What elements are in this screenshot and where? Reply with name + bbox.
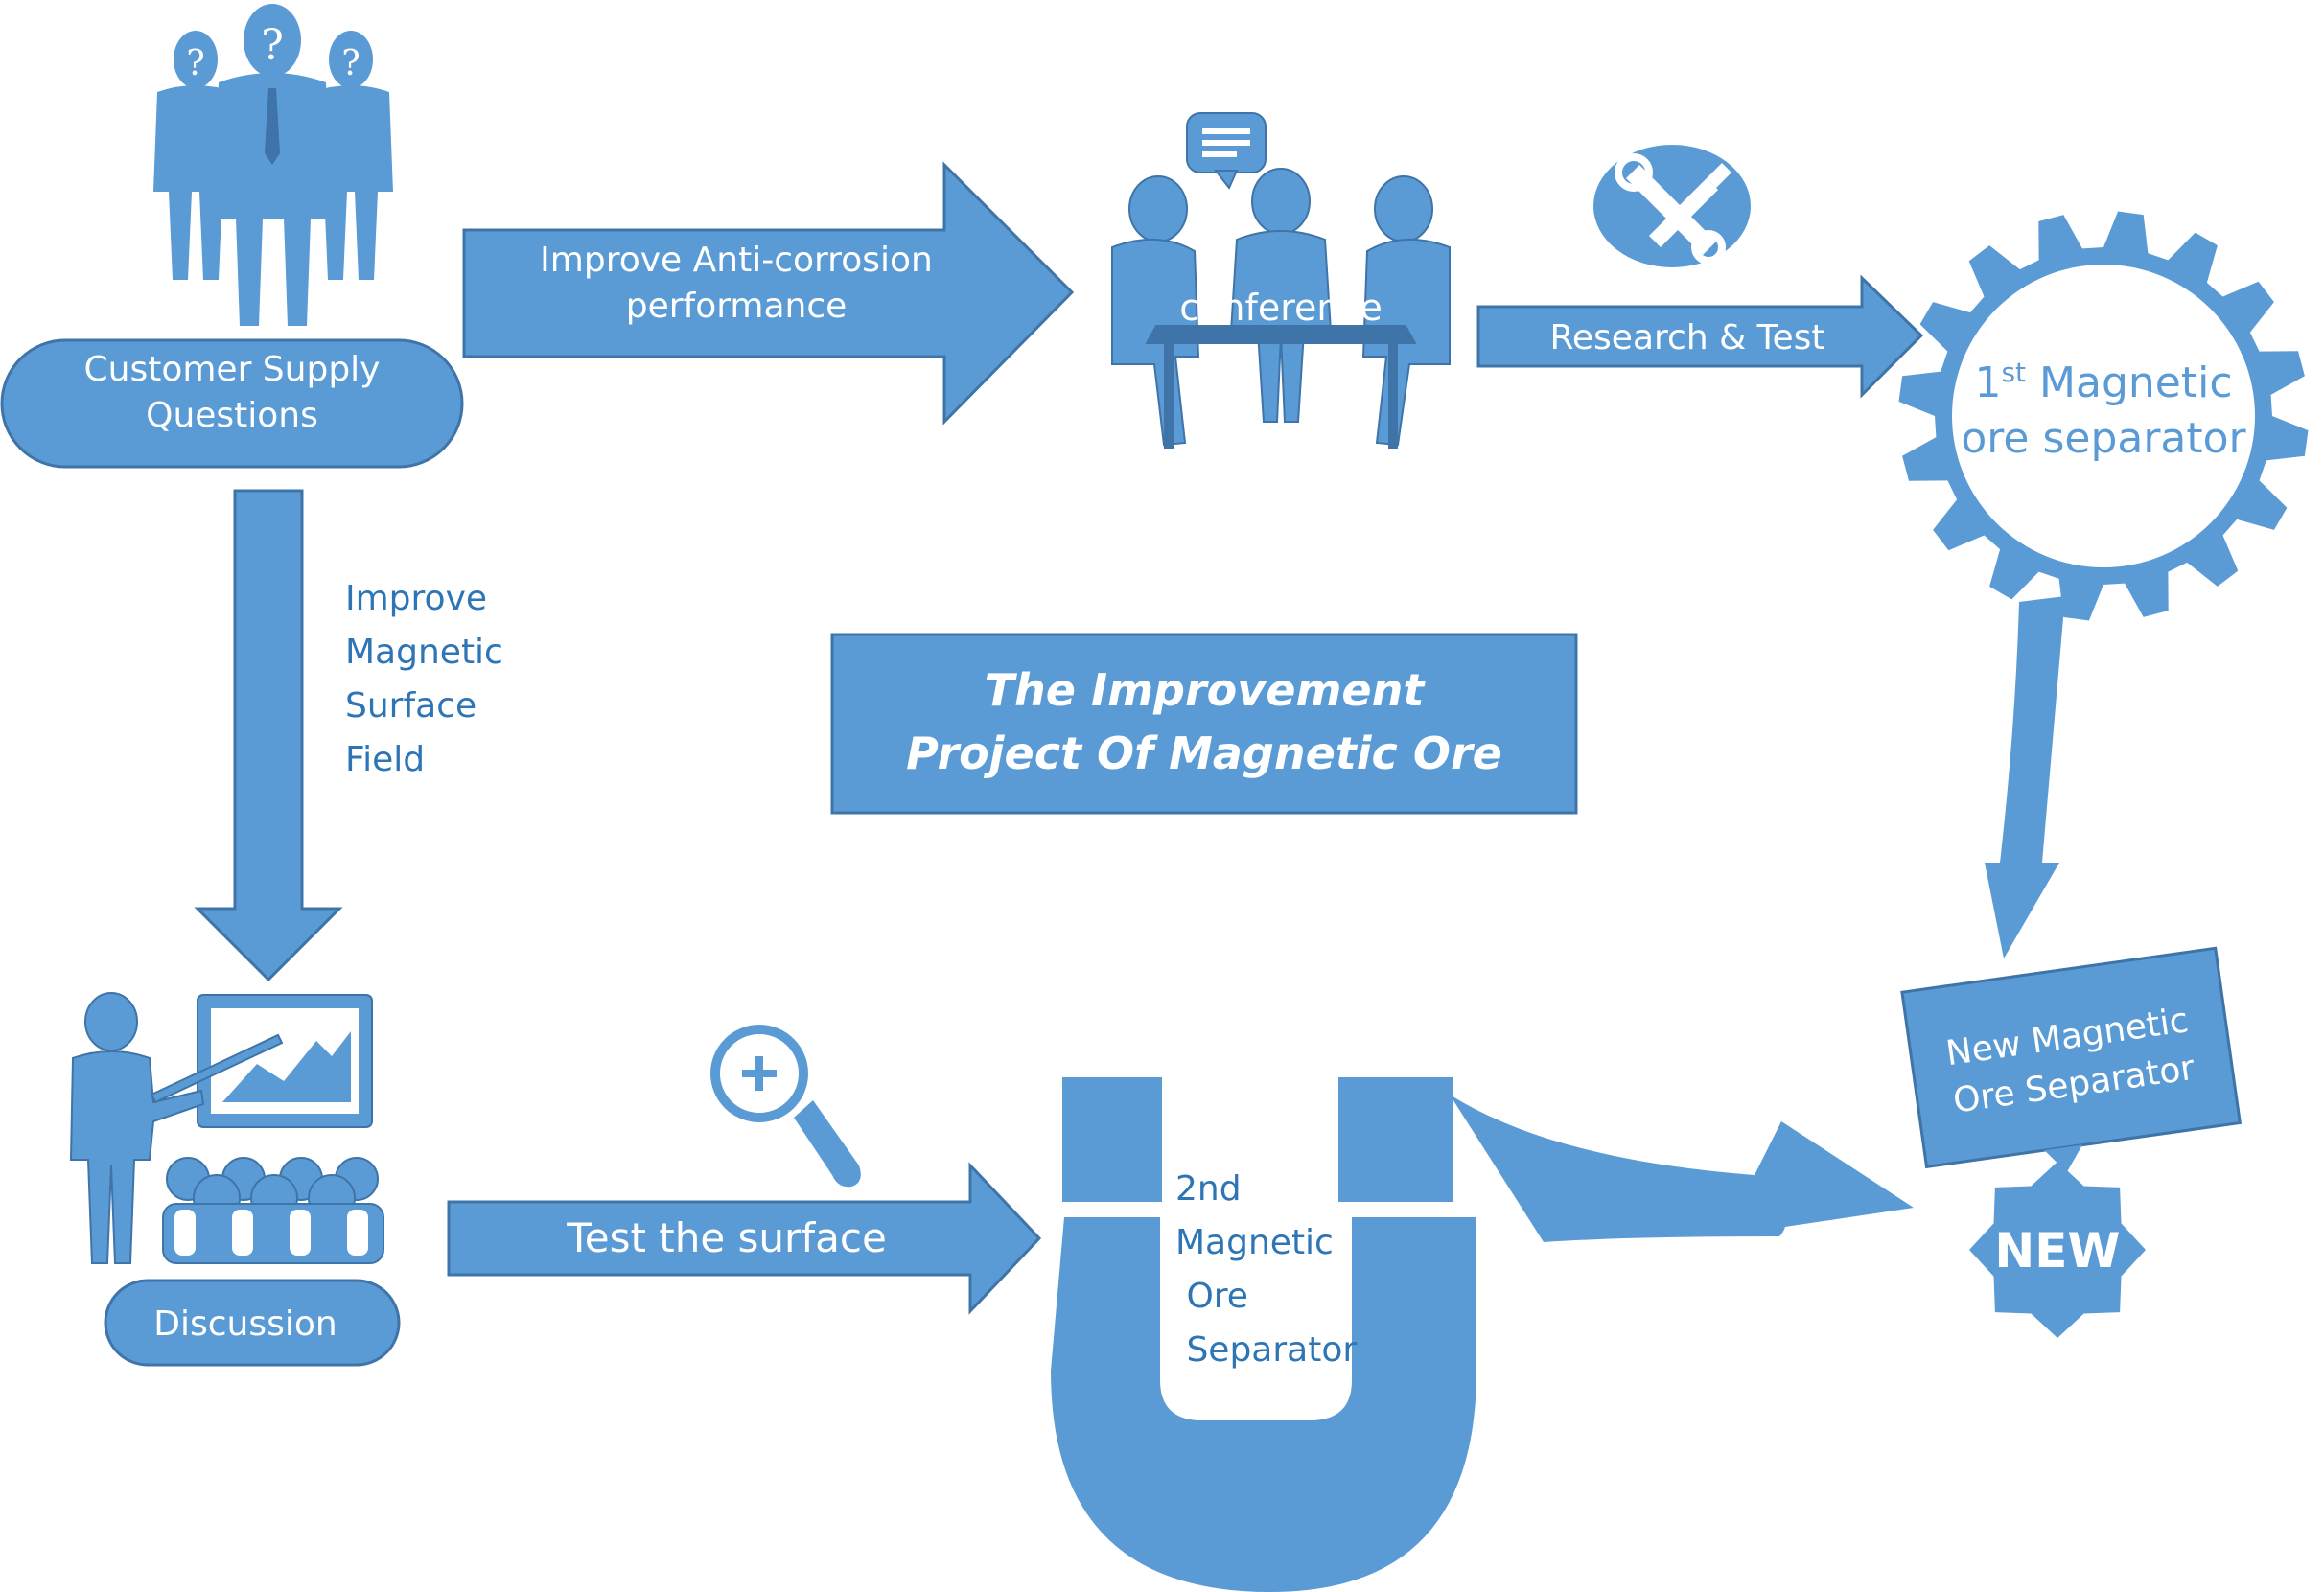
discussion-node: Discussion (104, 1279, 401, 1367)
magnifier-plus-icon (710, 1025, 861, 1188)
presentation-icon (69, 992, 384, 1264)
first-separator-label-line2: ore separator (1961, 414, 2246, 463)
research-test-arrow: Research & Test (1476, 274, 1924, 399)
test-surface-label: Test the surface (566, 1214, 887, 1261)
gear-icon (1898, 211, 2309, 621)
svg-text:?: ? (261, 21, 284, 70)
improve-field-arrow (194, 489, 343, 982)
svg-text:?: ? (341, 44, 360, 83)
magnet-to-new-arrow (1450, 1095, 1914, 1242)
speech-bubble-icon (1186, 112, 1267, 190)
discussion-label: Discussion (153, 1304, 337, 1344)
tools-icon (1593, 145, 1751, 267)
conference-label: conference (1179, 287, 1383, 329)
conference-table-icon (1111, 112, 1451, 449)
research-test-label: Research & Test (1550, 318, 1825, 358)
new-badge-icon: NEW (1969, 1162, 2146, 1338)
first-separator-label-line1: 1st Magnetic (1974, 357, 2232, 407)
new-separator-node: New MagneticOre Separator (1900, 946, 2243, 1173)
horseshoe-magnet-icon (1051, 1077, 1476, 1592)
question-people-icon: ? ? ? (153, 4, 393, 326)
test-surface-arrow: Test the surface (447, 1162, 1042, 1315)
svg-text:?: ? (186, 44, 204, 83)
new-badge-label: NEW (1994, 1223, 2120, 1279)
gear-to-new-arrow (1985, 596, 2065, 958)
